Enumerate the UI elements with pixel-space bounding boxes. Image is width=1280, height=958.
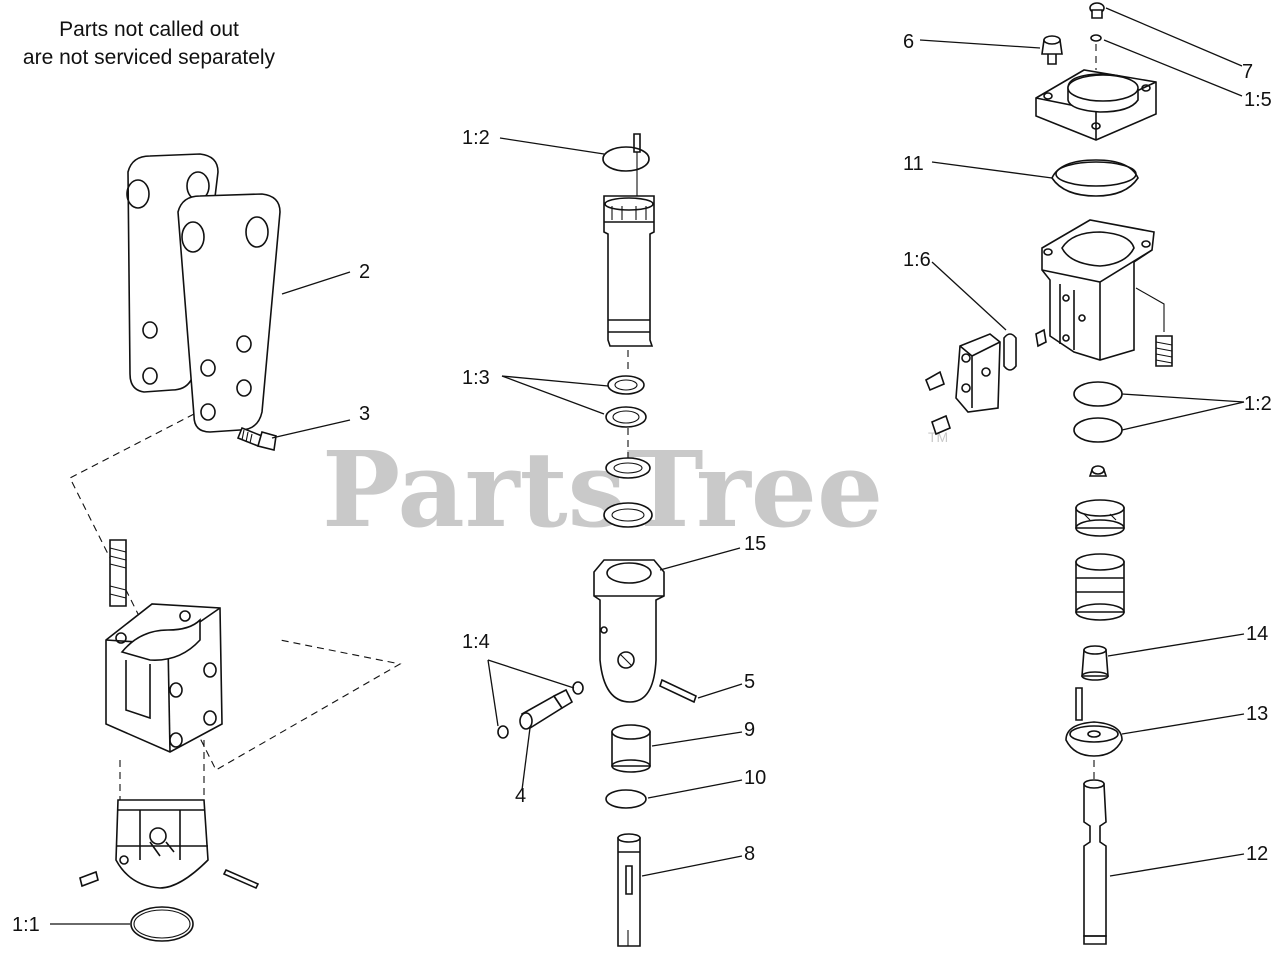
valve-seat-13[interactable] xyxy=(1065,721,1123,757)
callout-14[interactable]: 14 xyxy=(1246,623,1268,645)
callout-15[interactable]: 15 xyxy=(744,533,766,555)
callout-5[interactable]: 5 xyxy=(744,671,755,693)
pin-5[interactable] xyxy=(659,678,697,704)
o-ring-1-4-lower[interactable] xyxy=(497,725,509,739)
callout-1-1[interactable]: 1:1 xyxy=(12,914,40,936)
parts-note: Parts not called out are not serviced se… xyxy=(0,16,298,72)
callout-6[interactable]: 6 xyxy=(903,31,914,53)
o-ring-1-1[interactable] xyxy=(130,906,194,942)
callout-3[interactable]: 3 xyxy=(359,403,370,425)
spool[interactable] xyxy=(603,195,655,347)
o-ring-1-4-upper[interactable] xyxy=(572,681,584,695)
callout-1-5[interactable]: 1:5 xyxy=(1244,89,1272,111)
callout-labels: 2 3 1:1 1:2 1:3 15 1:4 4 5 9 10 8 6 7 1:… xyxy=(12,31,1272,936)
left-assembly xyxy=(69,153,402,942)
callout-11[interactable]: 11 xyxy=(903,153,924,175)
callout-8[interactable]: 8 xyxy=(744,843,755,865)
seal-1-6[interactable] xyxy=(1003,333,1017,371)
bracket-block[interactable] xyxy=(105,603,223,753)
callout-1-4[interactable]: 1:4 xyxy=(462,631,490,653)
callout-1-2-center[interactable]: 1:2 xyxy=(462,127,490,149)
callout-13[interactable]: 13 xyxy=(1246,703,1268,725)
mount-plate-front[interactable] xyxy=(177,193,281,433)
callout-1-6[interactable]: 1:6 xyxy=(903,249,931,271)
watermark-tm: TM xyxy=(928,429,948,445)
seal-1-3-upper[interactable] xyxy=(607,375,645,395)
o-ring-10[interactable] xyxy=(605,789,647,809)
stem-12[interactable] xyxy=(1083,783,1107,937)
o-ring-1-5[interactable] xyxy=(1090,34,1102,42)
callout-1-3[interactable]: 1:3 xyxy=(462,367,490,389)
o-ring-1-2-right-upper[interactable] xyxy=(1073,381,1123,407)
shaft-8[interactable] xyxy=(617,837,641,947)
lower-housing[interactable] xyxy=(115,799,209,889)
parts-note-line1: Parts not called out xyxy=(59,18,239,41)
leader-lines xyxy=(50,7,1245,925)
o-ring-1-2-right-lower[interactable] xyxy=(1073,417,1123,443)
callout-2[interactable]: 2 xyxy=(359,261,370,283)
callout-10[interactable]: 10 xyxy=(744,767,766,789)
callout-9[interactable]: 9 xyxy=(744,719,755,741)
callout-1-2-right[interactable]: 1:2 xyxy=(1244,393,1272,415)
callout-4[interactable]: 4 xyxy=(515,785,526,807)
o-ring-1-2-center[interactable] xyxy=(602,146,650,172)
seal-1-3-lower[interactable] xyxy=(605,406,647,428)
callout-12[interactable]: 12 xyxy=(1246,843,1268,865)
spring[interactable] xyxy=(1155,335,1173,367)
watermark-text: PartsTree xyxy=(322,428,883,551)
diaphragm-11[interactable] xyxy=(1051,159,1139,197)
parts-note-line2: are not serviced separately xyxy=(22,46,276,69)
callout-7[interactable]: 7 xyxy=(1242,61,1253,83)
right-assembly xyxy=(924,2,1173,945)
center-assembly xyxy=(497,133,697,947)
